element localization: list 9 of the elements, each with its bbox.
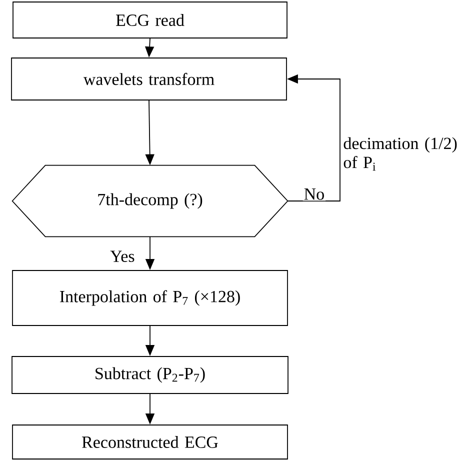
edge-label: No xyxy=(302,188,326,201)
process-box: Subtract (P$_{2}$-P$_{7}$) xyxy=(12,356,288,394)
edge-label: Yes xyxy=(109,250,136,264)
process-box: ECG read xyxy=(12,2,288,38)
process-box: Reconstructed ECG xyxy=(12,424,288,460)
decision-hexagon: 7th-decomp (?) xyxy=(12,164,288,238)
process-box: Interpolation of P$_{7}$ (×128) xyxy=(12,270,288,326)
annotation-text: decimation (1/2) of P$_{i}$ xyxy=(344,137,457,171)
process-box: wavelets transform xyxy=(11,58,287,100)
